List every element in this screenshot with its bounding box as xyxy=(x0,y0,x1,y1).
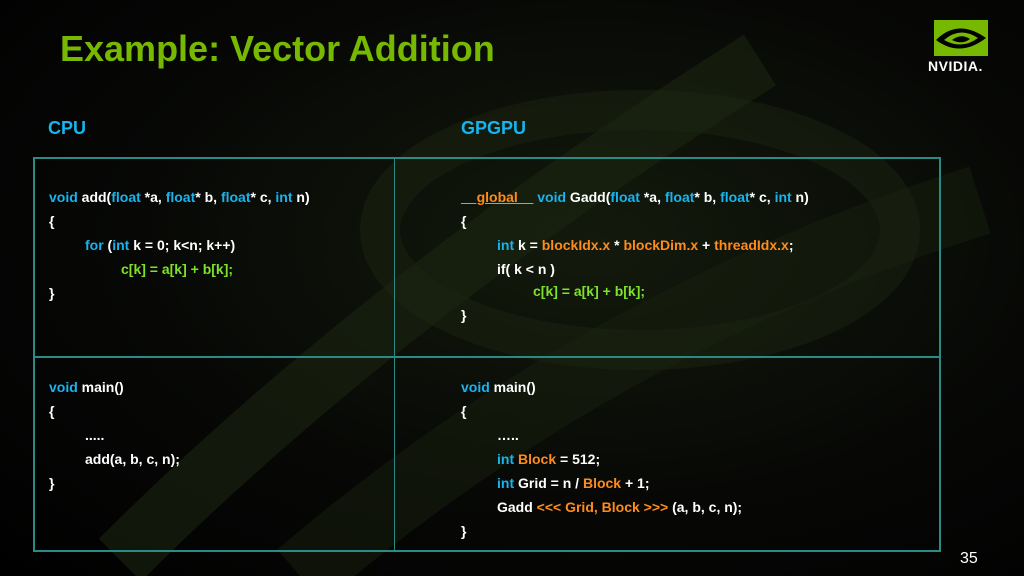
code-text: * c, xyxy=(250,189,276,205)
page-number: 35 xyxy=(960,550,978,567)
code-keyword: float xyxy=(220,189,251,205)
code-text: * b, xyxy=(195,189,221,205)
code-line: void main() xyxy=(49,375,180,399)
code-line: for (int k = 0; k<n; k++) xyxy=(49,233,310,257)
code-text: n) xyxy=(292,189,310,205)
code-line: } xyxy=(49,285,55,301)
code-keyword: float xyxy=(610,189,640,205)
code-line: int Block = 512; xyxy=(461,447,742,471)
code-line: c[k] = a[k] + b[k]; xyxy=(533,283,646,299)
code-comparison-table: void add(float *a, float* b, float* c, i… xyxy=(33,157,941,552)
cpu-main-code: void main() { ..... add(a, b, c, n); } xyxy=(49,375,180,495)
code-line: ….. xyxy=(497,427,519,443)
table-column-divider xyxy=(394,159,395,550)
code-text: * xyxy=(610,237,624,253)
code-text: k = xyxy=(514,237,542,253)
code-keyword: void xyxy=(537,189,567,205)
code-line: if( k < n ) xyxy=(497,261,555,277)
code-text: + xyxy=(698,237,715,253)
code-keyword: float xyxy=(664,189,695,205)
code-text: (a, b, c, n); xyxy=(668,499,743,515)
code-keyword: for xyxy=(85,237,104,253)
code-line: Gadd <<< Grid, Block >>> (a, b, c, n); xyxy=(461,495,742,519)
code-keyword: int xyxy=(497,475,515,491)
code-text: n) xyxy=(791,189,809,205)
code-text: + 1; xyxy=(621,475,650,491)
code-keyword: int xyxy=(774,189,792,205)
code-builtin: Block xyxy=(518,451,557,467)
code-keyword: float xyxy=(165,189,196,205)
code-line: __global__ void Gadd(float *a, float* b,… xyxy=(461,185,809,209)
nvidia-eye-icon xyxy=(934,20,988,56)
table-row-divider xyxy=(35,356,939,358)
code-text: = 512; xyxy=(556,451,601,467)
code-text: *a, xyxy=(140,189,166,205)
nvidia-wordmark: NVIDIA. xyxy=(928,58,983,74)
code-line: { xyxy=(49,403,55,419)
code-line: { xyxy=(461,213,467,229)
code-text: main() xyxy=(489,379,536,395)
code-text: Grid = n / xyxy=(514,475,583,491)
code-line: ..... xyxy=(85,427,105,443)
code-line: c[k] = a[k] + b[k]; xyxy=(121,261,234,277)
gpgpu-kernel-code: __global__ void Gadd(float *a, float* b,… xyxy=(461,185,809,327)
code-line: } xyxy=(461,523,467,539)
code-builtin: blockIdx.x xyxy=(541,237,611,253)
code-builtin: <<< Grid, Block >>> xyxy=(536,499,669,515)
code-keyword: float xyxy=(720,189,750,205)
code-line: add(a, b, c, n); xyxy=(85,451,180,467)
code-keyword: float xyxy=(111,189,141,205)
code-text: Gadd( xyxy=(566,189,611,205)
code-keyword: void xyxy=(461,379,490,395)
cpu-add-code: void add(float *a, float* b, float* c, i… xyxy=(49,185,310,305)
code-keyword: void xyxy=(49,189,78,205)
nvidia-logo: NVIDIA. xyxy=(928,20,1004,80)
cpu-column-header: CPU xyxy=(48,118,87,138)
code-keyword: int xyxy=(497,237,515,253)
code-text: main() xyxy=(77,379,124,395)
code-text: *a, xyxy=(639,189,665,205)
code-text: * c, xyxy=(749,189,775,205)
code-line: } xyxy=(461,307,467,323)
code-keyword: int xyxy=(497,451,515,467)
code-text: ( xyxy=(103,237,113,253)
code-line: { xyxy=(461,403,467,419)
code-qualifier: __global__ xyxy=(461,189,534,205)
code-text: ; xyxy=(788,237,794,253)
code-line: void main() xyxy=(461,375,742,399)
code-builtin: threadIdx.x xyxy=(714,237,789,253)
code-line: void add(float *a, float* b, float* c, i… xyxy=(49,185,310,209)
code-line: int k = blockIdx.x * blockDim.x + thread… xyxy=(461,233,809,257)
gpgpu-column-header: GPGPU xyxy=(461,118,527,138)
code-keyword: void xyxy=(49,379,78,395)
code-text: * b, xyxy=(694,189,721,205)
code-line: { xyxy=(49,213,55,229)
code-text: add( xyxy=(77,189,112,205)
code-builtin: Block xyxy=(582,475,622,491)
code-text: k = 0; k<n; k++) xyxy=(129,237,236,253)
slide-title: Example: Vector Addition xyxy=(60,28,495,69)
gpgpu-main-code: void main() { ….. int Block = 512; int G… xyxy=(461,375,742,543)
code-line: } xyxy=(49,475,55,491)
code-text: Gadd xyxy=(497,499,537,515)
code-line: int Grid = n / Block + 1; xyxy=(461,471,742,495)
code-keyword: int xyxy=(112,237,130,253)
code-builtin: blockDim.x xyxy=(623,237,699,253)
code-keyword: int xyxy=(275,189,293,205)
